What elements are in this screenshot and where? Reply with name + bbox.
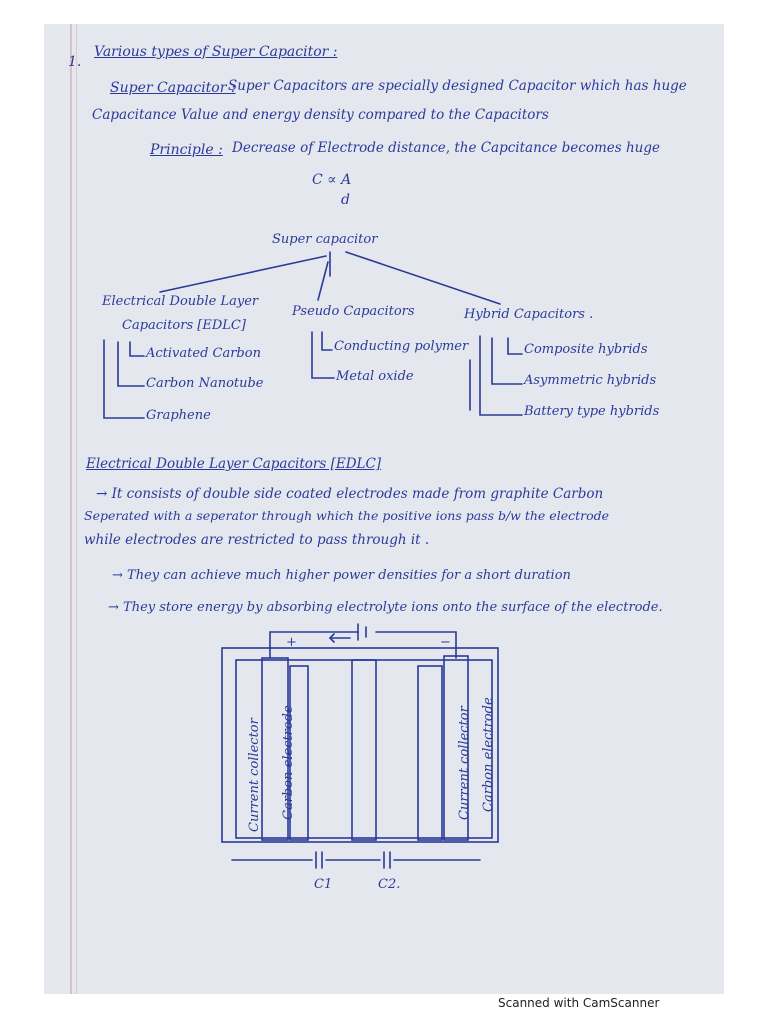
tree-connector [129, 341, 145, 357]
edlc-paragraph-1-line-1: → It consists of double side coated elec… [96, 486, 604, 502]
minus-sign: − [440, 635, 451, 650]
hybrid-child: Composite hybrids [524, 342, 648, 357]
tree-connector [507, 337, 523, 355]
wire-right [375, 631, 457, 659]
formula-denominator: d [341, 192, 350, 208]
edlc-paragraph-1-line-3: while electrodes are restricted to pass … [84, 532, 430, 548]
left-electrode-label: Carbon electrode [281, 705, 296, 820]
tree-connector [159, 255, 327, 293]
right-current-collector [443, 655, 469, 841]
tree-connector [479, 335, 523, 416]
tree-connector [317, 261, 329, 301]
tree-root: Super capacitor [272, 232, 378, 247]
cell-outline [221, 647, 499, 843]
cap1-label: C1 [314, 877, 332, 892]
principle-label: Principle : [150, 142, 223, 158]
pseudo-branch-title: Pseudo Capacitors [292, 304, 415, 319]
edlc-paragraph-3: → They store energy by absorbing electro… [108, 600, 663, 615]
cell-inner-outline [235, 659, 493, 839]
page-heading: Various types of Super Capacitor : [94, 44, 338, 60]
pseudo-child: Metal oxide [336, 369, 414, 384]
edlc-child: Graphene [146, 408, 211, 423]
edlc-branch-title-1: Electrical Double Layer [102, 294, 259, 309]
edlc-paragraph-1-line-2: Seperated with a seperator through which… [84, 508, 610, 523]
edlc-child: Carbon Nanotube [146, 376, 264, 391]
left-collector-label: Current collector [247, 717, 262, 832]
definition-term: Super Capacitor : [110, 80, 236, 96]
left-current-collector [261, 657, 289, 841]
question-number: 1. [68, 54, 82, 70]
hybrid-branch-title: Hybrid Capacitors . [464, 307, 594, 322]
hybrid-child: Battery type hybrids [524, 404, 660, 419]
current-arrow-head [328, 633, 335, 643]
definition-line-2: Capacitance Value and energy density com… [92, 107, 549, 123]
definition-line-1: Super Capacitors are specially designed … [228, 78, 687, 94]
cap2-label: C2. [378, 877, 400, 892]
notebook-page [44, 24, 724, 994]
tree-connector [103, 339, 145, 419]
pseudo-child: Conducting polymer [334, 339, 469, 354]
edlc-branch-title-2: Capacitors [EDLC] [122, 318, 246, 333]
wire-left [269, 631, 359, 659]
edlc-section-heading: Electrical Double Layer Capacitors [EDLC… [86, 456, 382, 472]
edlc-child: Activated Carbon [146, 346, 261, 361]
right-carbon-electrode [417, 665, 443, 841]
margin-line-inner [76, 24, 77, 994]
edlc-paragraph-2: → They can achieve much higher power den… [112, 568, 571, 583]
tree-connector [321, 331, 333, 351]
hybrid-child: Asymmetric hybrids [524, 373, 657, 388]
margin-line [70, 24, 72, 994]
right-collector-label: Current collector [457, 705, 472, 820]
tree-connector [311, 331, 335, 379]
scanner-watermark: Scanned with CamScanner [498, 996, 660, 1010]
tree-connector [117, 341, 145, 387]
right-electrode-label: Carbon electrode [481, 697, 496, 812]
left-carbon-electrode [289, 665, 309, 841]
separator [351, 659, 377, 841]
tree-connector [491, 337, 523, 385]
plus-sign: + [286, 635, 297, 650]
principle-text: Decrease of Electrode distance, the Capc… [232, 140, 660, 156]
tree-connector [345, 251, 501, 305]
formula-numerator: C ∝ A [312, 172, 352, 188]
